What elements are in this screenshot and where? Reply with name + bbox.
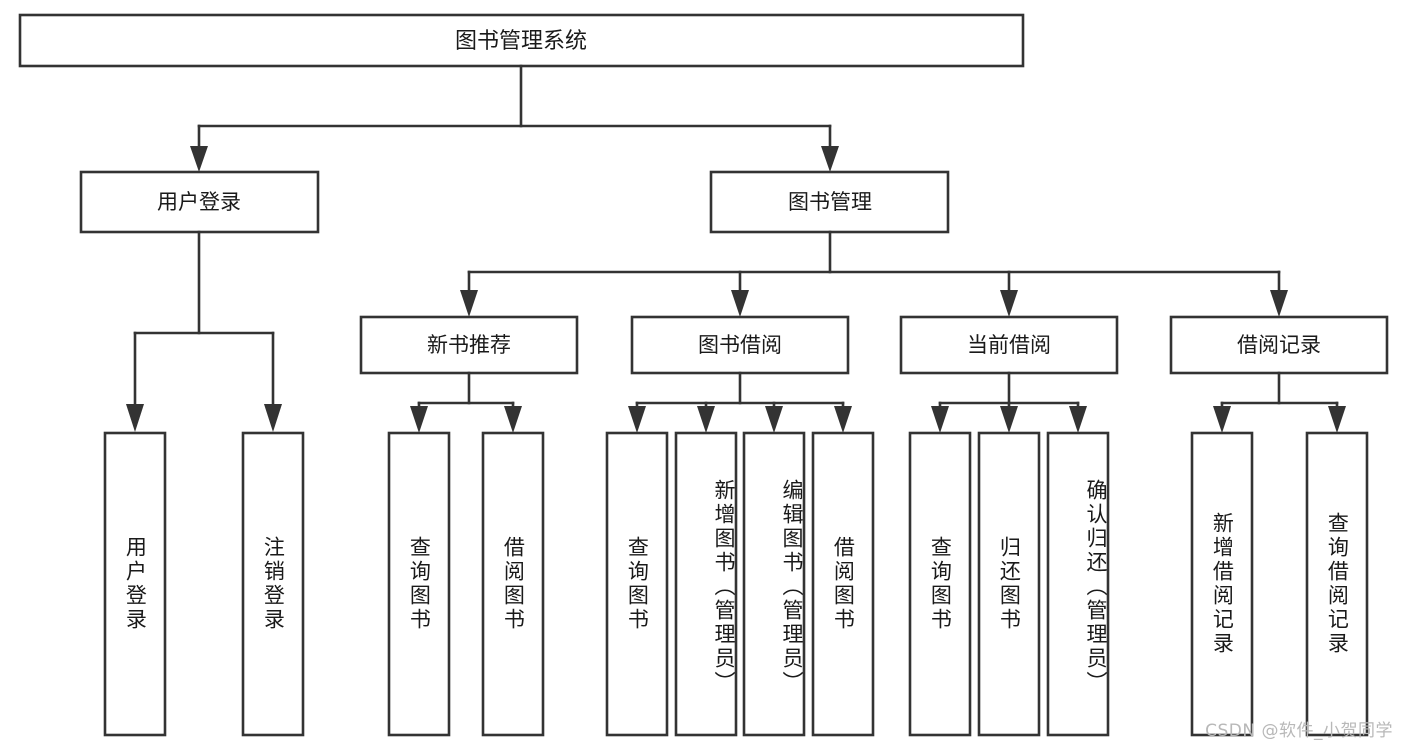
connector-user-login-to-leaves (126, 230, 282, 432)
watermark-text: CSDN @软件_小贺同学 (1205, 721, 1393, 741)
leaf-box-query-record[interactable] (1305, 431, 1369, 737)
arrow-head-icon (834, 406, 852, 433)
leaf-box-borrow-book-1[interactable] (481, 431, 545, 737)
current-borrow-label: 当前借阅 (967, 333, 1051, 357)
book-management-label: 图书管理 (788, 190, 872, 214)
leaf-box-query-book-1[interactable] (387, 431, 451, 737)
leaf-box-add-book[interactable] (674, 431, 738, 737)
arrow-head-icon (264, 404, 282, 432)
arrow-head-icon (1000, 406, 1018, 433)
leaf-box-confirm-return[interactable] (1046, 431, 1110, 737)
arrow-head-icon (410, 406, 428, 433)
leaf-box-query-book-3[interactable] (908, 431, 972, 737)
arrow-head-icon (126, 404, 144, 432)
node-user-login[interactable]: 用户登录 (79, 170, 320, 234)
book-borrow-box[interactable] (630, 315, 850, 375)
connector-bookborrow-to-leaves (628, 371, 852, 433)
node-root[interactable]: 图书管理系统 (18, 13, 1025, 68)
node-book-management[interactable]: 图书管理 (709, 170, 950, 234)
connector-newbook-to-leaves (410, 371, 522, 433)
current-borrow-box[interactable] (899, 315, 1119, 375)
root-label: 图书管理系统 (455, 29, 587, 54)
connector-root-to-level2 (190, 64, 839, 172)
borrow-record-box[interactable] (1169, 315, 1389, 375)
book-borrow-label: 图书借阅 (698, 333, 782, 357)
new-book-recommend-box[interactable] (359, 315, 579, 375)
connector-bookmgmt-to-level3 (460, 230, 1288, 317)
arrow-head-icon (460, 290, 478, 317)
user-login-label: 用户登录 (157, 190, 241, 214)
node-current-borrow[interactable]: 当前借阅 (899, 315, 1119, 375)
new-book-recommend-label: 新书推荐 (427, 333, 511, 357)
arrow-head-icon (1270, 290, 1288, 317)
arrow-head-icon (504, 406, 522, 433)
connector-borrowrecord-to-leaves (1213, 371, 1346, 433)
leaf-box-user-login[interactable] (103, 431, 167, 737)
arrow-head-icon (1069, 406, 1087, 433)
node-book-borrow[interactable]: 图书借阅 (630, 315, 850, 375)
arrow-head-icon (697, 406, 715, 433)
node-new-book-recommend[interactable]: 新书推荐 (359, 315, 579, 375)
arrow-head-icon (931, 406, 949, 433)
root-box[interactable] (18, 13, 1025, 68)
arrow-head-icon (821, 146, 839, 172)
arrow-head-icon (731, 290, 749, 317)
leaf-box-borrow-book-2[interactable] (811, 431, 875, 737)
leaf-box-add-record[interactable] (1190, 431, 1254, 737)
arrow-head-icon (190, 146, 208, 172)
node-borrow-record[interactable]: 借阅记录 (1169, 315, 1389, 375)
leaf-box-return-book[interactable] (977, 431, 1041, 737)
arrow-head-icon (628, 406, 646, 433)
arrow-head-icon (1213, 406, 1231, 433)
arrow-head-icon (1328, 406, 1346, 433)
leaf-box-query-book-2[interactable] (605, 431, 669, 737)
borrow-record-label: 借阅记录 (1237, 333, 1321, 357)
arrow-head-icon (1000, 290, 1018, 317)
connector-currentborrow-to-leaves (931, 371, 1087, 433)
book-management-box[interactable] (709, 170, 950, 234)
arrow-head-icon (765, 406, 783, 433)
leaf-box-logout[interactable] (241, 431, 305, 737)
leaf-box-edit-book[interactable] (742, 431, 806, 737)
